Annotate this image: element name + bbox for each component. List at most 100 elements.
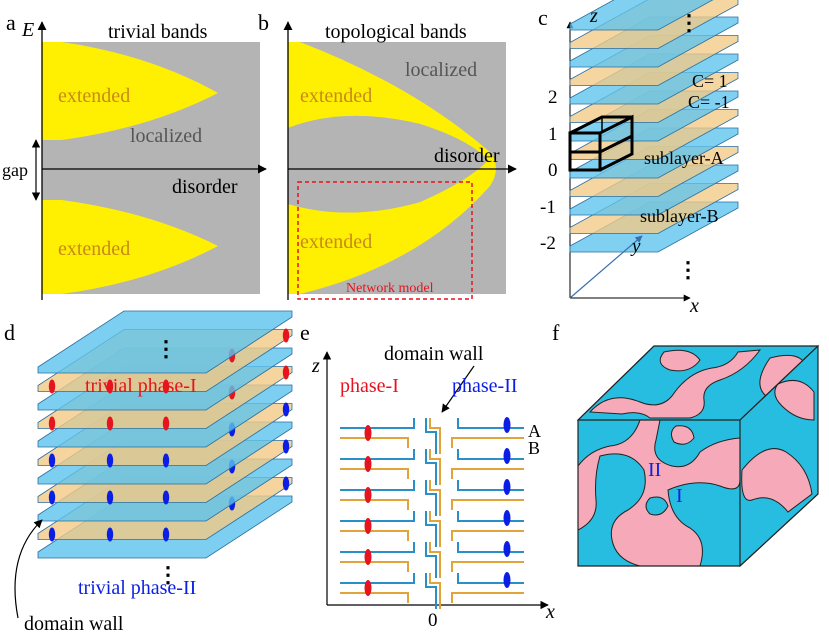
panel-d-label: d [4, 320, 15, 345]
panel-e-blue-marker-2 [503, 479, 511, 495]
panel-f: f II I [552, 320, 820, 568]
panel-c-x-label: x [689, 295, 699, 317]
panel-a-gap-text: gap [2, 160, 28, 180]
panel-e-blue-marker-3 [503, 510, 511, 526]
panel-d-marker-9-2 [162, 379, 170, 394]
panel-d-top-dots: ⋮ [155, 336, 177, 361]
panel-e-wall-b-3 [429, 511, 441, 547]
panel-e-wall-b-4 [429, 542, 441, 578]
panel-a-extended-top-text: extended [58, 85, 130, 107]
panel-d-marker-7-2 [162, 416, 170, 431]
panel-a-title: trivial bands [108, 21, 208, 43]
panel-e-left-b-2 [340, 499, 409, 510]
panel-e-z-label: z [311, 355, 320, 377]
panel-a-label: a [6, 10, 16, 35]
panel-e-wall-b-2 [429, 480, 441, 516]
panel-d-marker-5-1 [106, 453, 114, 468]
panel-f-top-face-pink-2 [659, 349, 701, 372]
panel-d-marker-1-1 [106, 527, 114, 542]
panel-c-sublayer-12 [569, 0, 714, 31]
panel-e-sublayer-b: B [528, 438, 540, 458]
panel-e-wall-a-5 [425, 573, 437, 609]
panel-d-domain-wall-text: domain wall [24, 613, 124, 635]
panel-c-tick-0: 0 [548, 160, 558, 181]
panel-e-wall-a-4 [425, 542, 437, 578]
panel-d-marker-5-2 [162, 453, 170, 468]
panel-f-region-two: II [648, 459, 661, 481]
panel-c-top-dots: ⋮ [678, 10, 700, 35]
panel-e-wall-a-3 [425, 511, 437, 547]
panel-f-front-cyan-1 [578, 420, 641, 468]
panel-e-right-b-4 [451, 561, 524, 572]
panel-a: a E trivial bands extended localized gap… [2, 10, 267, 300]
panel-e-wall-a-0 [425, 418, 437, 454]
panel-d-marker-5-0 [48, 453, 56, 468]
panel-f-front-cyan-3 [578, 453, 646, 566]
panel-c: c z ⋮ 2 1 0 -1 -2 C= 1 C= -1 sublayer-A … [538, 0, 739, 317]
panel-d-marker-9-0 [48, 379, 56, 394]
panel-e-right-a-5 [457, 573, 524, 584]
panel-a-extended-upper-band [42, 42, 218, 140]
panel-d-back-marker-3 [282, 439, 290, 454]
panel-e-right-a-0 [457, 418, 524, 429]
panel-e-blue-marker-1 [503, 448, 511, 464]
panel-e-right-b-0 [451, 437, 524, 448]
panel-e-red-marker-2 [364, 487, 372, 503]
panel-d-marker-3-1 [106, 490, 114, 505]
panel-b-extended-band [288, 42, 496, 294]
panel-e-left-a-4 [340, 542, 415, 553]
panel-d-layer-10 [37, 310, 293, 374]
panel-a-extended-lower-band [42, 200, 218, 294]
panel-e-x-label: x [545, 601, 555, 623]
panel-e-left-b-4 [340, 561, 409, 572]
panel-c-unit-cell [568, 114, 634, 172]
panel-b-title: topological bands [325, 21, 467, 43]
panel-e-red-marker-4 [364, 549, 372, 565]
panel-e-red-marker-5 [364, 580, 372, 596]
panel-d-marker-1-2 [162, 527, 170, 542]
panel-d-back-marker-5 [282, 402, 290, 417]
panel-d-back-marker-7 [282, 365, 290, 380]
panel-e-left-b-1 [340, 468, 409, 479]
panel-c-y-axis [569, 235, 643, 299]
panel-f-right-face-pink [741, 448, 813, 513]
panel-e-wall-a-2 [425, 480, 437, 516]
panel-e-blue-marker-4 [503, 541, 511, 557]
panel-e-phase-one-text: phase-I [340, 375, 399, 397]
panel-b-disorder-text: disorder [434, 145, 500, 167]
panel-f-front-cyan-4 [667, 479, 740, 566]
panel-f-cube [576, 344, 820, 568]
panel-e-wall-b-5 [429, 573, 441, 609]
panel-e-right-a-4 [457, 542, 524, 553]
panel-e-wall-b-0 [429, 418, 441, 454]
panel-b-extended-top-text: extended [300, 85, 372, 107]
panel-b-network-model-text: Network model [346, 281, 434, 296]
panel-d-marker-3-2 [162, 490, 170, 505]
panel-f-top-face-pink [588, 349, 762, 419]
panel-e-label: e [300, 320, 310, 345]
panel-e-blue-marker-5 [503, 572, 511, 588]
panel-e-left-a-0 [340, 418, 415, 429]
panel-a-localized-text: localized [130, 125, 202, 147]
panel-e-right-a-2 [457, 480, 524, 491]
panel-f-label: f [552, 320, 560, 345]
panel-c-z-label: z [589, 5, 598, 27]
panel-e-left-b-0 [340, 437, 409, 448]
panel-c-bottom-dots: ⋮ [677, 257, 699, 282]
panel-c-sublayer-b: sublayer-B [640, 206, 719, 226]
panel-b-extended-bottom-text: extended [300, 231, 372, 253]
panel-e-phase-two-text: phase-II [452, 375, 518, 397]
panel-c-tick-2: 2 [548, 87, 558, 108]
panel-c-y-label: y [630, 236, 641, 257]
panel-b: b topological bands localized extended d… [258, 10, 517, 300]
panel-d-marker-7-0 [48, 416, 56, 431]
panel-f-region-one: I [676, 485, 683, 507]
panel-d-phase-one-text: trivial phase-I [85, 375, 197, 397]
panel-e-wall-b-1 [429, 449, 441, 485]
panel-a-extended-bottom-text: extended [58, 238, 130, 260]
panel-f-front-pink-island [670, 425, 695, 445]
panel-e-red-marker-1 [364, 456, 372, 472]
panel-a-disorder-text: disorder [172, 176, 238, 198]
panel-c-chern-minus: C= -1 [688, 92, 730, 112]
